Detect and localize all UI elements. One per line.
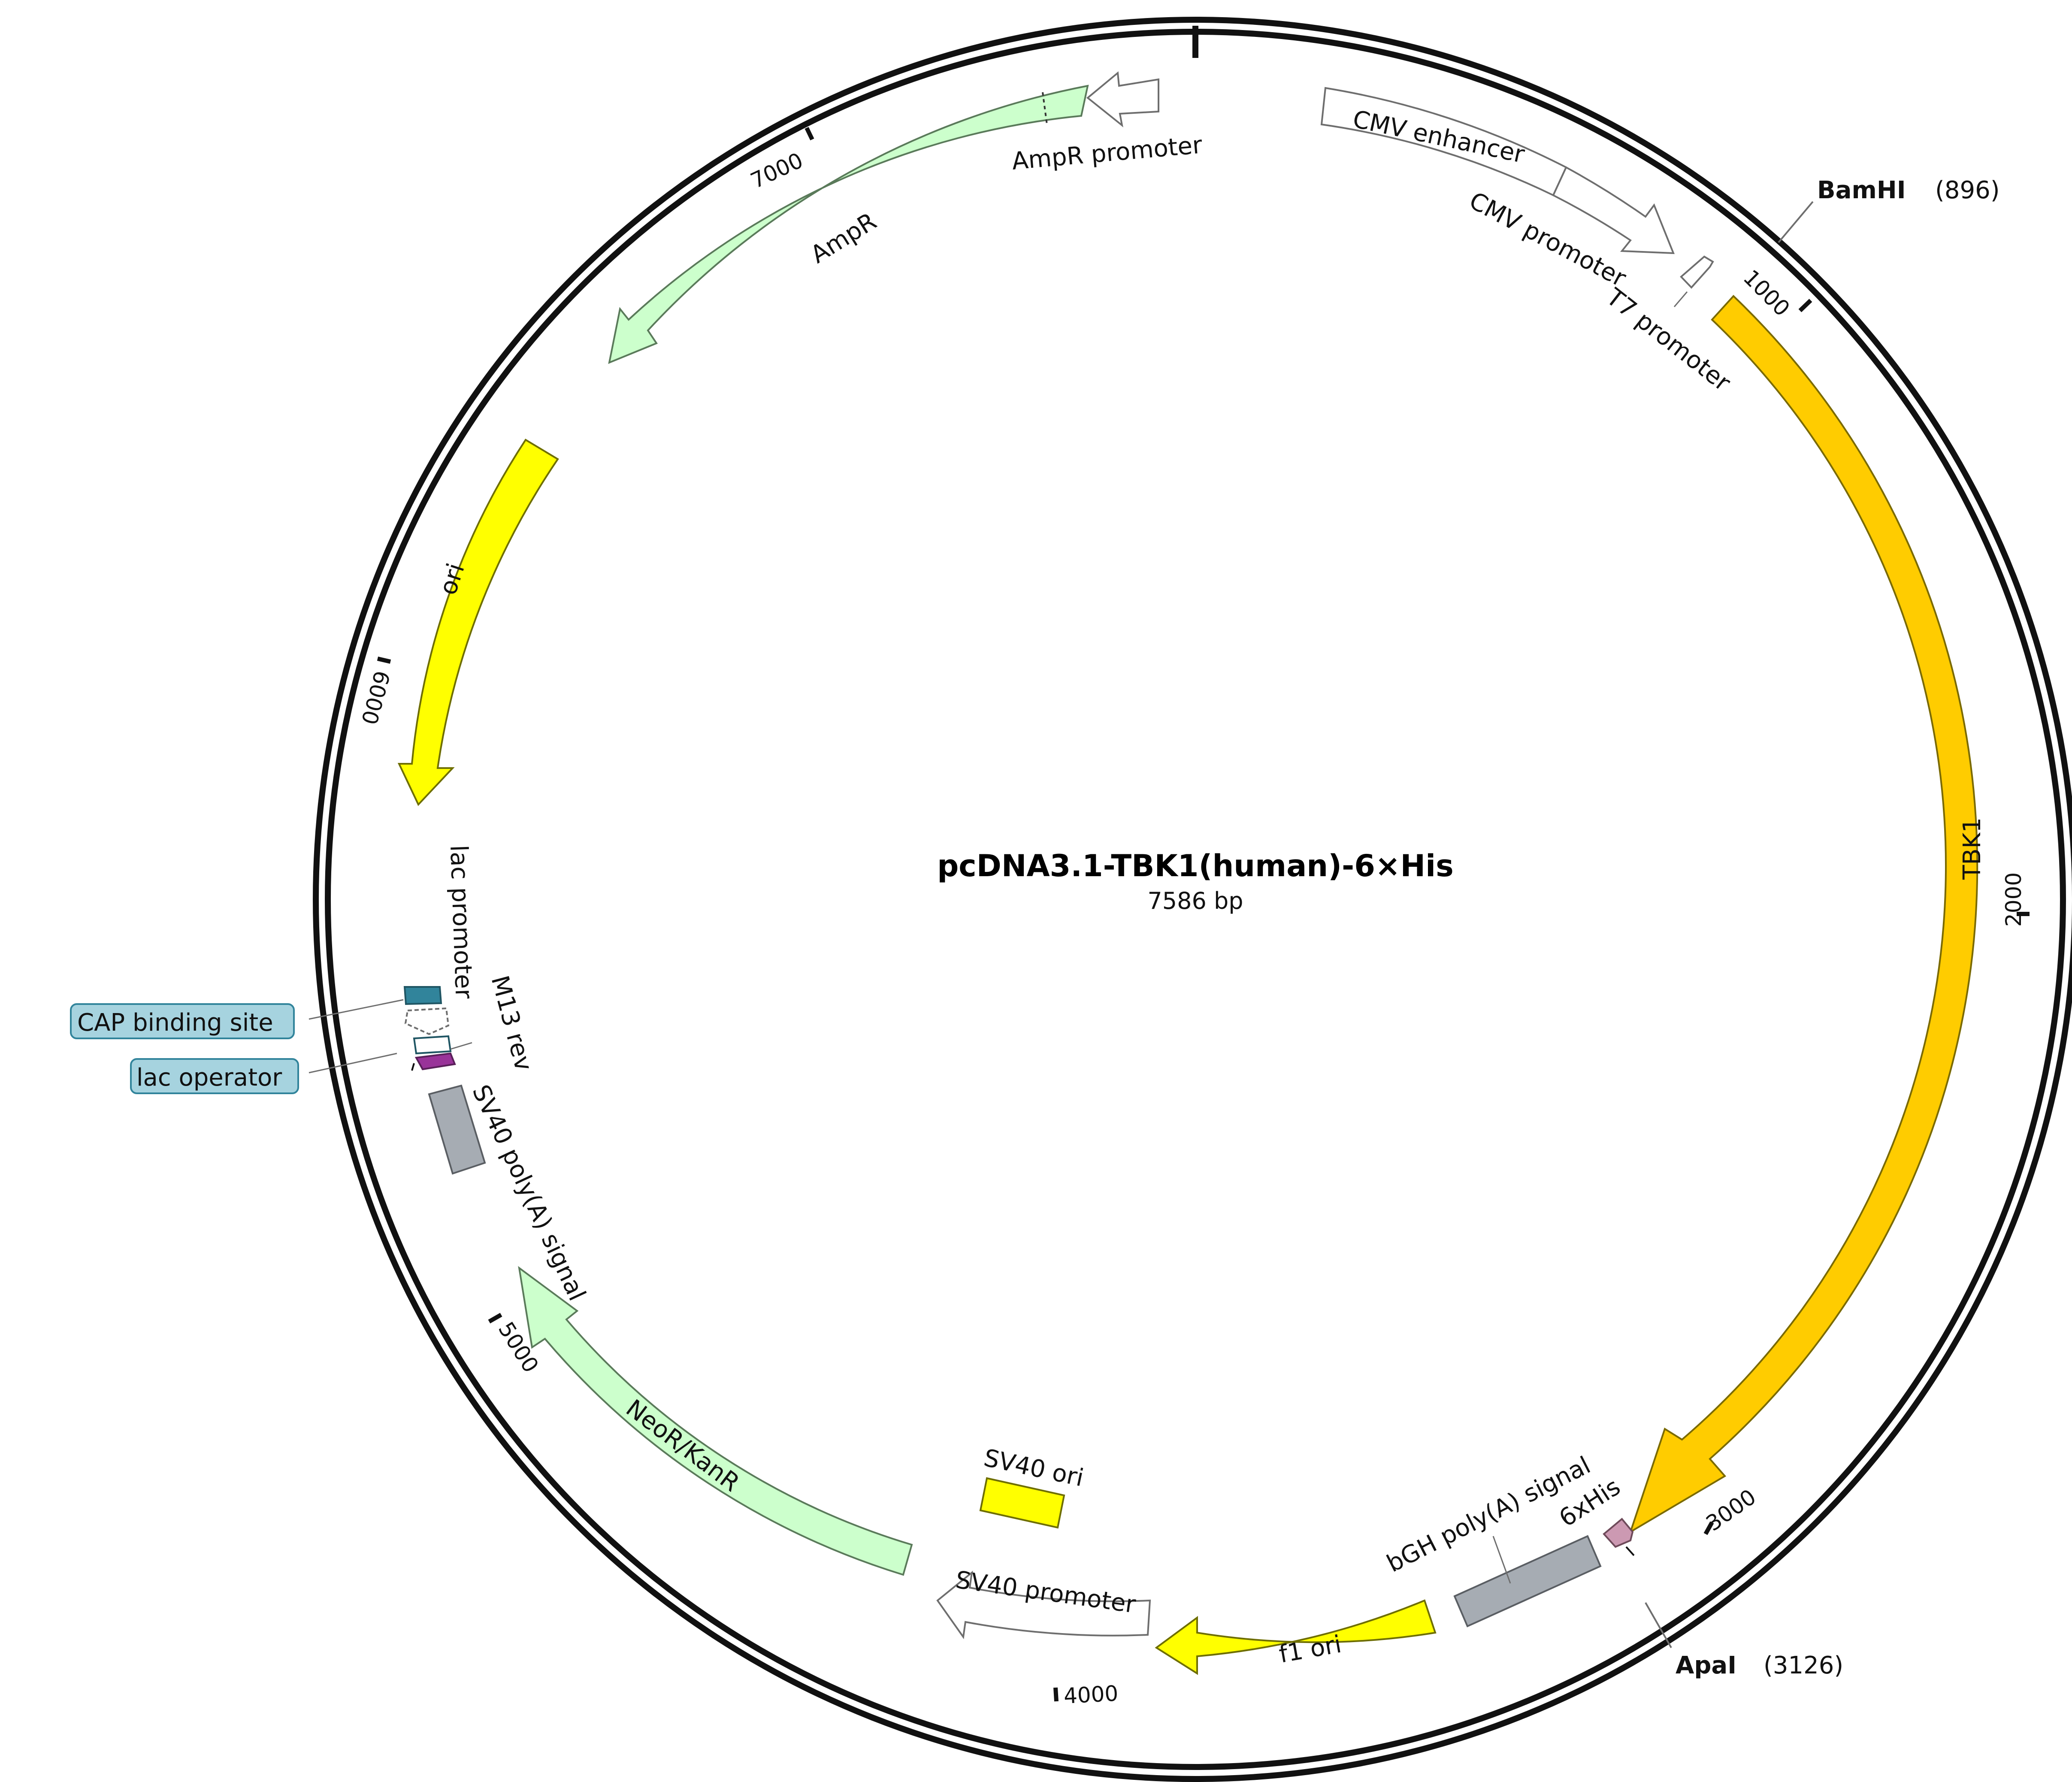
tick-6000 [377, 657, 391, 664]
label-ampr: AmpR [806, 207, 881, 269]
feature-ampr[interactable] [608, 85, 1089, 364]
callout-cap-binding-site[interactable]: CAP binding site [70, 1003, 295, 1039]
site-apai[interactable]: ApaI (3126) [1645, 1602, 1843, 1679]
feature-lac-promoter[interactable] [404, 1007, 450, 1035]
label-neor-kanr: NeoR/KanR [621, 1394, 745, 1497]
label-sv40-polya: SV40 poly(A) signal [466, 1080, 591, 1305]
feature-tbk1[interactable] [1629, 295, 1978, 1534]
feature-neor-kanr[interactable] [518, 1266, 913, 1576]
label-t7-promoter: T7 promoter [1601, 283, 1736, 397]
label-tbk1: TBK1 [1958, 817, 1986, 880]
plasmid-title: pcDNA3.1-TBK1(human)-6×His [937, 848, 1454, 883]
site-bamhi-pos: (896) [1935, 176, 2000, 204]
callout-cap-box [70, 1003, 295, 1039]
feature-f1-ori[interactable] [1155, 1599, 1437, 1675]
callout-lac-box [130, 1058, 299, 1094]
site-apai-name: ApaI [1676, 1652, 1736, 1679]
feature-sv40-ori[interactable] [979, 1477, 1065, 1529]
feature-bgh-polya[interactable] [1453, 1535, 1602, 1628]
plasmid-length: 7586 bp [1147, 887, 1243, 914]
label-lac-promoter: lac promoter [445, 844, 478, 999]
tick-label-2000: 2000 [2001, 872, 2026, 927]
feature-cmv-promoter[interactable] [1552, 166, 1675, 254]
site-apai-pos: (3126) [1763, 1652, 1843, 1679]
tick-label-3000: 3000 [1702, 1484, 1761, 1536]
tick-5000 [488, 1313, 502, 1324]
site-bamhi[interactable]: BamHI (896) [1778, 176, 2000, 243]
feature-ampr-promoter[interactable] [1086, 71, 1159, 127]
feature-sv40-promoter[interactable] [936, 1570, 1151, 1640]
feature-m13-rev[interactable] [413, 1035, 472, 1055]
feature-cap-binding-site[interactable] [309, 986, 442, 1020]
feature-ori[interactable] [397, 439, 559, 806]
feature-t7-promoter[interactable] [1673, 255, 1714, 307]
tick-3000 [1703, 1521, 1714, 1535]
label-f1-ori: f1 ori [1277, 1630, 1343, 1668]
callout-lac-text: lac operator [136, 1064, 282, 1092]
backbone-outer [313, 17, 2072, 1782]
feature-lac-operator[interactable] [309, 1052, 456, 1074]
label-m13-rev: M13 rev [485, 973, 537, 1074]
site-bamhi-name: BamHI [1817, 176, 1906, 204]
tick-label-4000: 4000 [1063, 1681, 1119, 1709]
label-ampr-promoter: AmpR promoter [1011, 131, 1204, 175]
callout-cap-text: CAP binding site [77, 1009, 273, 1037]
callout-lac-operator[interactable]: lac operator [130, 1058, 299, 1094]
feature-sv40-polya[interactable] [428, 1084, 486, 1175]
tick-1000 [1798, 299, 1812, 312]
tick-7000 [805, 127, 814, 141]
tick-label-6000: 6000 [356, 668, 394, 727]
feature-his-tag[interactable] [1603, 1518, 1635, 1556]
